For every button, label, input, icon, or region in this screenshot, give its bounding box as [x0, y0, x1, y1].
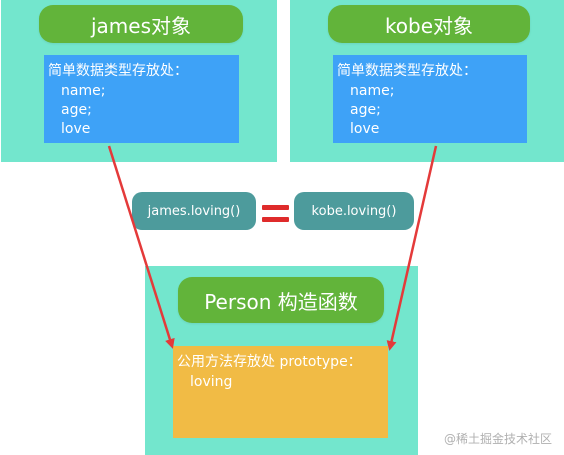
james-data-heading: 简单数据类型存放处：	[48, 63, 188, 79]
watermark: @稀土掘金技术社区	[443, 432, 552, 446]
kobe-object-title: kobe对象	[328, 5, 530, 43]
james-data-box: 简单数据类型存放处： name; age; love	[44, 55, 239, 143]
prototype-box: 公用方法存放处 prototype： loving	[173, 346, 388, 438]
james-object-title: james对象	[39, 5, 243, 43]
person-constructor-panel: Person 构造函数 公用方法存放处 prototype： loving	[145, 266, 418, 455]
person-constructor-title: Person 构造函数	[178, 277, 384, 323]
prototype-method-loving: loving	[190, 374, 233, 390]
james-prop-age: age;	[61, 102, 92, 118]
kobe-prop-age: age;	[350, 102, 381, 118]
james-object-panel: james对象 简单数据类型存放处： name; age; love	[1, 0, 277, 162]
equals-sign-top-bar	[262, 205, 289, 210]
james-loving-call: james.loving()	[132, 192, 256, 230]
james-prop-love: love	[61, 121, 91, 137]
james-prop-name: name;	[61, 83, 106, 99]
kobe-prop-name: name;	[350, 83, 395, 99]
kobe-loving-call: kobe.loving()	[294, 192, 414, 230]
kobe-data-box: 简单数据类型存放处： name; age; love	[333, 55, 527, 143]
kobe-data-heading: 简单数据类型存放处：	[337, 63, 477, 79]
kobe-prop-love: love	[350, 121, 380, 137]
kobe-object-panel: kobe对象 简单数据类型存放处： name; age; love	[290, 0, 564, 162]
prototype-heading: 公用方法存放处 prototype：	[177, 354, 362, 370]
equals-sign-bottom-bar	[262, 217, 289, 222]
